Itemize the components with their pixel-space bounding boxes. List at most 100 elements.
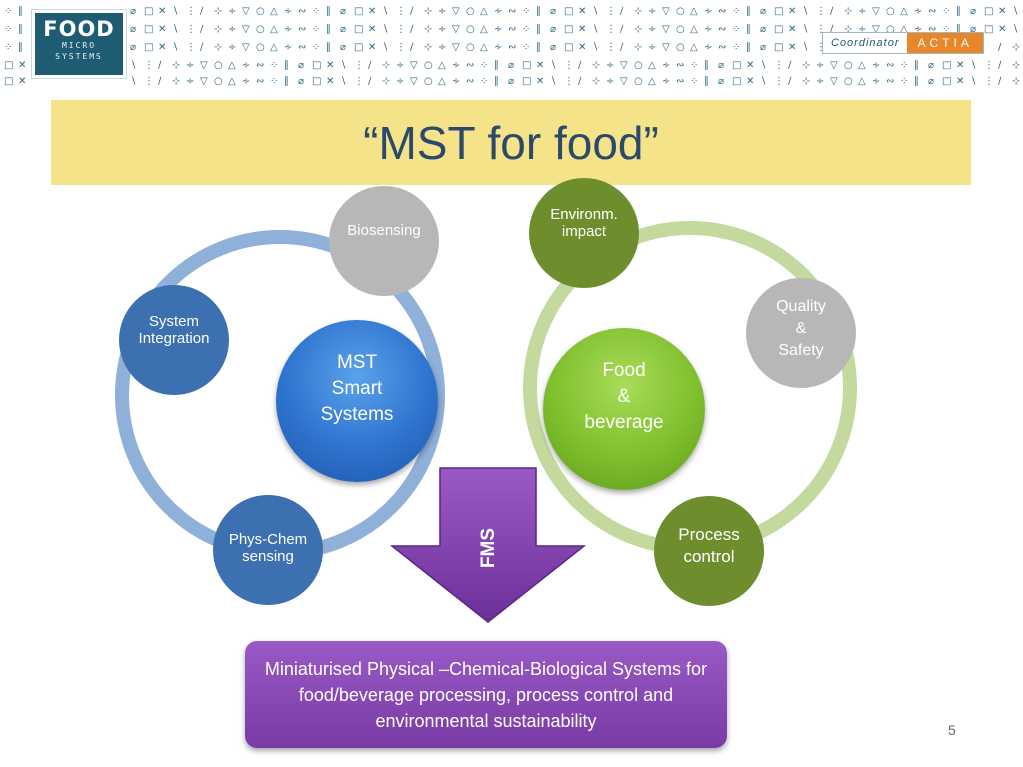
pattern-glyph: ✕	[956, 76, 964, 87]
pattern-glyph: ⌀	[970, 6, 976, 17]
pattern-glyph: △	[648, 60, 656, 71]
pattern-glyph: ⊹	[424, 24, 432, 35]
pattern-glyph: ∥	[326, 42, 331, 53]
pattern-glyph: ∕	[410, 6, 414, 17]
pattern-glyph: ∾	[928, 6, 936, 17]
pattern-glyph: ∕	[410, 24, 414, 35]
pattern-glyph: ○	[214, 60, 223, 71]
pattern-glyph: ÷	[396, 76, 404, 87]
pattern-glyph: ∕	[158, 76, 162, 87]
pattern-glyph: ⋮	[144, 60, 154, 71]
pattern-glyph: ∻	[872, 60, 880, 71]
pattern-glyph: ∖	[970, 60, 976, 71]
pattern-glyph: ∾	[256, 76, 264, 87]
pattern-glyph: ⌀	[718, 60, 724, 71]
pattern-glyph: □	[522, 76, 531, 87]
pattern-glyph: □	[774, 24, 783, 35]
pattern-glyph: ✕	[536, 76, 544, 87]
pattern-glyph: △	[690, 24, 698, 35]
pattern-glyph: ⋮	[984, 60, 994, 71]
pattern-glyph: △	[270, 6, 278, 17]
pattern-glyph: ∕	[578, 76, 582, 87]
pattern-glyph: ○	[844, 76, 853, 87]
pattern-glyph: ∾	[508, 6, 516, 17]
pattern-glyph: ∖	[802, 6, 808, 17]
pattern-glyph: □	[564, 6, 573, 17]
pattern-glyph: ∖	[802, 24, 808, 35]
pattern-glyph: ⁘	[942, 24, 950, 35]
pattern-glyph: ÷	[228, 6, 236, 17]
pattern-glyph: ⊹	[844, 24, 852, 35]
description-box: Miniaturised Physical –Chemical-Biologic…	[245, 641, 727, 748]
pattern-glyph: ⋮	[816, 42, 826, 53]
pattern-glyph: ✕	[788, 24, 796, 35]
pattern-glyph: □	[522, 60, 531, 71]
pattern-glyph: ⁘	[900, 60, 908, 71]
pattern-glyph: ⋮	[354, 76, 364, 87]
node-environmental-impact: Environm. impact	[529, 178, 639, 288]
pattern-glyph: ∥	[536, 6, 541, 17]
pattern-glyph: △	[480, 6, 488, 17]
pattern-glyph: ∥	[18, 42, 23, 53]
logo-text-systems: SYSTEMS	[55, 52, 103, 61]
pattern-glyph: ⋮	[606, 42, 616, 53]
pattern-glyph: ⊹	[592, 60, 600, 71]
pattern-glyph: △	[858, 60, 866, 71]
pattern-glyph: ⊹	[214, 42, 222, 53]
pattern-glyph: ∥	[18, 24, 23, 35]
pattern-glyph: ∕	[620, 24, 624, 35]
pattern-glyph: ÷	[816, 60, 824, 71]
pattern-glyph: ∥	[746, 24, 751, 35]
pattern-glyph: ∕	[620, 6, 624, 17]
pattern-glyph: ∾	[298, 6, 306, 17]
arrow-label-wrap: FMS	[471, 518, 507, 578]
pattern-glyph: ∻	[494, 24, 502, 35]
pattern-glyph: ∾	[718, 42, 726, 53]
node-quality-safety: Quality & Safety	[746, 278, 856, 388]
pattern-glyph: ○	[424, 76, 433, 87]
pattern-glyph: ⋮	[186, 42, 196, 53]
pattern-glyph: ⁘	[312, 42, 320, 53]
pattern-glyph: ⌀	[130, 42, 136, 53]
node-environmental-impact-label: Environm. impact	[550, 206, 618, 240]
pattern-glyph: ∥	[956, 6, 961, 17]
pattern-glyph: ⌀	[928, 76, 934, 87]
pattern-glyph: □	[564, 42, 573, 53]
pattern-glyph: ⊹	[172, 60, 180, 71]
pattern-glyph: □	[942, 76, 951, 87]
pattern-glyph: ✕	[578, 24, 586, 35]
node-system-integration: System Integration	[119, 285, 229, 395]
pattern-glyph: ⁘	[4, 6, 12, 17]
pattern-glyph: ∖	[130, 60, 136, 71]
pattern-glyph: ⋮	[396, 24, 406, 35]
pattern-glyph: ⊹	[424, 6, 432, 17]
pattern-glyph: ○	[676, 42, 685, 53]
pattern-glyph: □	[774, 6, 783, 17]
pattern-glyph: ○	[676, 24, 685, 35]
pattern-glyph: ∕	[788, 60, 792, 71]
pattern-glyph: ∕	[998, 76, 1002, 87]
pattern-glyph: ⁘	[690, 76, 698, 87]
pattern-glyph: ⌀	[760, 24, 766, 35]
pattern-glyph: ∻	[704, 42, 712, 53]
pattern-glyph: ÷	[606, 60, 614, 71]
pattern-glyph: □	[4, 76, 13, 87]
pattern-glyph: ⌀	[550, 24, 556, 35]
pattern-glyph: ⁘	[4, 42, 12, 53]
pattern-glyph: ⋮	[354, 60, 364, 71]
pattern-glyph: ∥	[284, 76, 289, 87]
node-phys-chem-sensing: Phys-Chem sensing	[213, 495, 323, 605]
pattern-glyph: ∖	[340, 76, 346, 87]
pattern-glyph: ✕	[326, 60, 334, 71]
pattern-glyph: ÷	[648, 24, 656, 35]
pattern-glyph: ✕	[368, 42, 376, 53]
pattern-glyph: ⁘	[270, 60, 278, 71]
arrow-label: FMS	[478, 527, 500, 569]
pattern-glyph: ∕	[830, 24, 834, 35]
pattern-glyph: ⁘	[270, 76, 278, 87]
pattern-glyph: ÷	[816, 76, 824, 87]
pattern-glyph: ⁘	[690, 60, 698, 71]
pattern-glyph: ∾	[928, 24, 936, 35]
pattern-glyph: ✕	[578, 42, 586, 53]
pattern-glyph: △	[480, 42, 488, 53]
